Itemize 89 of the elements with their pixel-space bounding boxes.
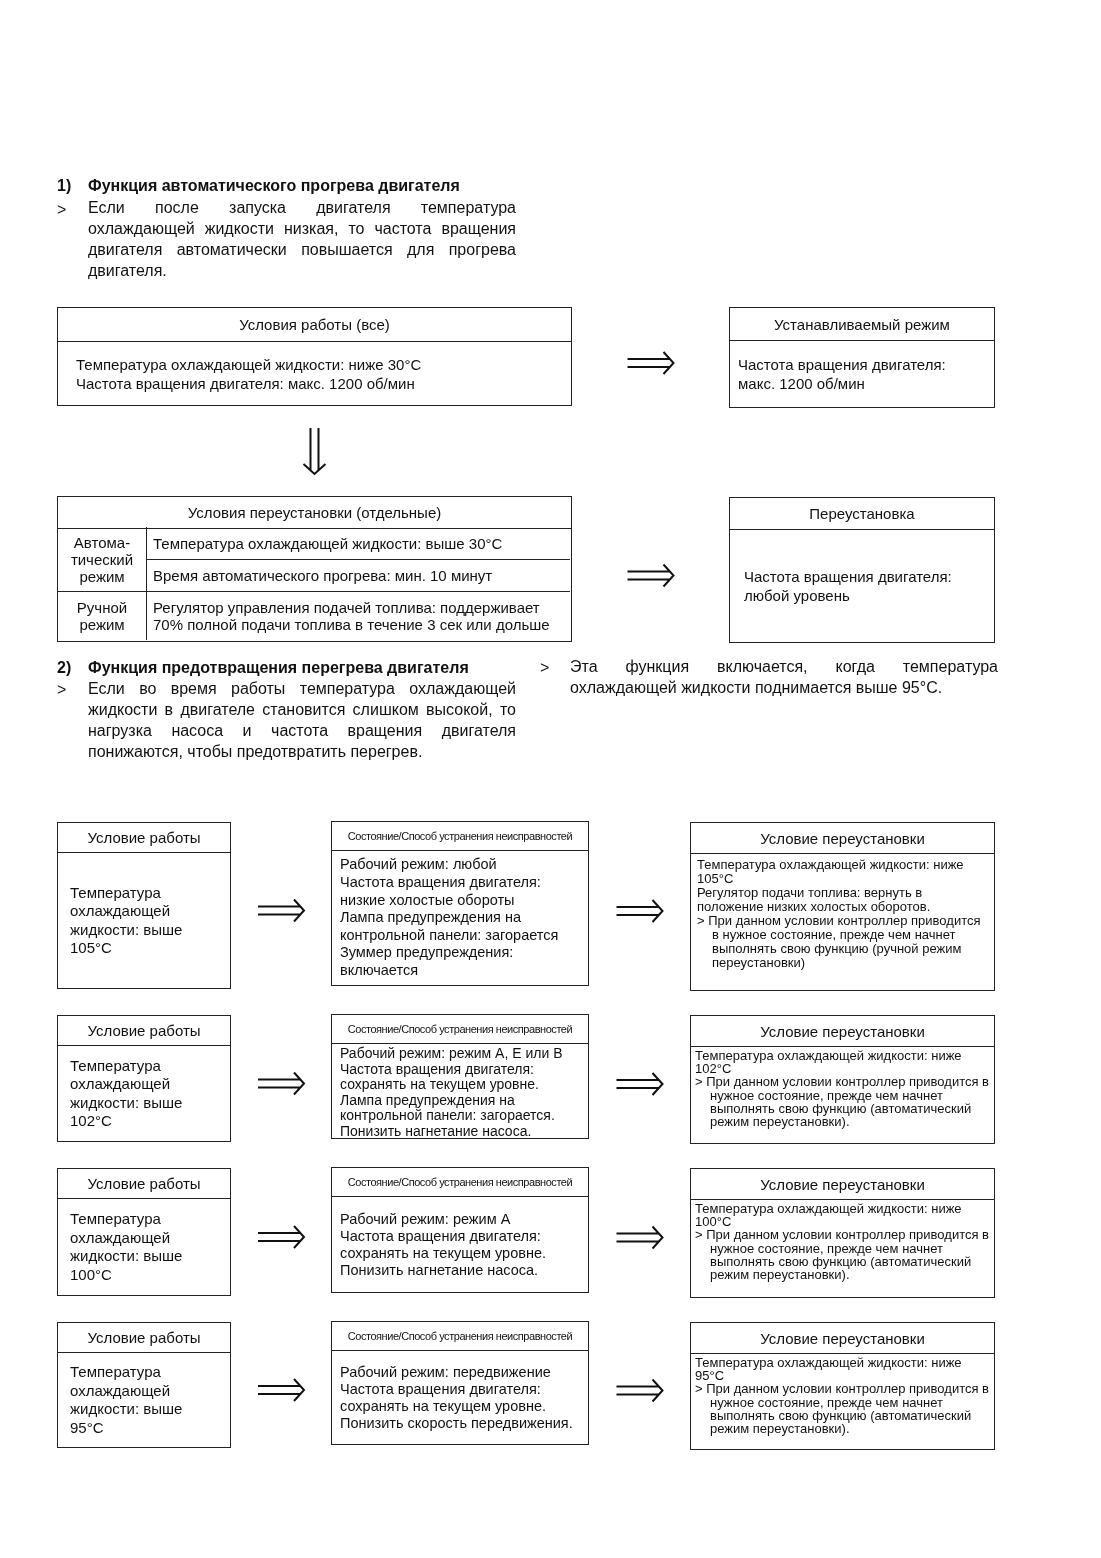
box-text: Понизить нагнетание насоса. — [340, 1123, 532, 1140]
box-text: Зуммер предупреждения: включается — [340, 944, 515, 980]
box-header: Условие переустановки — [691, 1016, 994, 1047]
box-text: Частота вращения двигателя: макс. 1200 об/мин — [738, 355, 947, 393]
box-header: Состояние/Способ устранения неисправностей — [332, 1168, 588, 1197]
box-text: Лампа предупреждения на контрольной панели: загорается — [340, 909, 560, 945]
double-arrow — [615, 1378, 664, 1403]
process-box — [57, 1168, 231, 1296]
box-header: Условие работы — [58, 1323, 230, 1353]
box-text: > При данном условии контроллер приводится в нужное состояние, прежде чем начнет выполнять свою функцию (автоматический режим переустановки). — [695, 1075, 990, 1129]
box-header: Условие работы — [58, 823, 230, 853]
box-text: Температура охлаждающей жидкости: выше 102°C — [70, 1056, 184, 1131]
box-header: Условия работы (все) — [58, 308, 571, 342]
process-box — [331, 1321, 589, 1445]
double-arrow — [615, 899, 664, 923]
box-header: Условие переустановки — [691, 823, 994, 854]
box-text: > При данном условии контроллер приводится в нужное состояние, прежде чем начнет выполнять свою функцию (ручной режим переустановки) — [697, 914, 982, 970]
box-text: > При данном условии контроллер приводится в нужное состояние, прежде чем начнет выполнять свою функцию (автоматический режим переустановки). — [695, 1228, 990, 1282]
box-text: Частота вращения двигателя: сохранять на текущем уровне. — [340, 1227, 548, 1262]
box-header: Условие переустановки — [691, 1323, 994, 1354]
paragraph: Эта функция включается, когда температура охлаждающей жидкости поднимается выше 95°C. — [570, 657, 998, 698]
process-box — [690, 822, 995, 991]
double-arrow — [615, 1072, 664, 1096]
box-text: Частота вращения двигателя: сохранять на текущем уровне. — [340, 1380, 548, 1415]
double-arrow — [626, 563, 675, 588]
box-header: Состояние/Способ устранения неисправностей — [332, 1322, 588, 1351]
double-arrow — [302, 427, 327, 476]
bullet-mark: > — [57, 200, 68, 220]
box-text: Лампа предупреждения на контрольной панели: загорается. — [340, 1092, 556, 1124]
section-heading: Функция автоматического прогрева двигателя — [88, 176, 461, 196]
process-box — [57, 1322, 231, 1448]
process-box — [690, 1322, 995, 1450]
process-box — [57, 822, 231, 989]
process-box — [331, 1167, 589, 1293]
process-box — [57, 307, 572, 406]
condition-cell: Ручной режим — [58, 591, 146, 640]
double-arrow — [257, 1378, 306, 1402]
box-text: Рабочий режим: режим A — [340, 1210, 512, 1228]
box-text: Рабочий режим: любой — [340, 856, 498, 874]
box-header: Условие переустановки — [691, 1169, 994, 1200]
box-header: Состояние/Способ устранения неисправностей — [332, 822, 588, 851]
paragraph: Если во время работы температура охлаждающей жидкости в двигателе становится слишком высокой, то нагрузка насоса и частота вращения двигателя понижаются, чтобы предотвратить перегрев. — [88, 679, 516, 762]
process-box — [690, 1168, 995, 1298]
box-text: Температура охлаждающей жидкости: выше 105°C — [70, 883, 184, 958]
box-text: > При данном условии контроллер приводится в нужное состояние, прежде чем начнет выполнять свою функцию (автоматический режим переустановки). — [695, 1382, 990, 1436]
bullet-mark: > — [57, 680, 68, 700]
bullet-mark: > — [540, 658, 551, 678]
box-text: Регулятор подачи топлива: вернуть в положение низких холостых оборотов. — [697, 886, 932, 914]
box-text: Частота вращения двигателя: низкие холостые обороты — [340, 874, 542, 910]
paragraph: Если после запуска двигателя температура охлаждающей жидкости низкая, то частота вращения двигателя автоматически повышается для прогрева двигателя. — [88, 198, 516, 281]
condition-cell: Автома- тический режим — [58, 527, 146, 591]
double-arrow — [257, 1225, 306, 1249]
condition-cell: Регулятор управления подачей топлива: поддерживает 70% полной подачи топлива в течение 3 сек или дольше — [146, 591, 570, 640]
box-header: Условие работы — [58, 1016, 230, 1046]
condition-table — [57, 496, 572, 642]
double-arrow — [257, 1071, 306, 1096]
box-text: Понизить нагнетание насоса. — [340, 1261, 540, 1279]
process-box — [690, 1015, 995, 1144]
section-heading: Функция предотвращения перегрева двигателя — [88, 658, 470, 678]
box-text: Температура охлаждающей жидкости: выше 95°C — [70, 1363, 184, 1437]
condition-cell: Время автоматического прогрева: мин. 10 минут — [146, 559, 570, 591]
box-text: Температура охлаждающей жидкости: ниже 102°C — [695, 1049, 963, 1076]
box-header: Состояние/Способ устранения неисправностей — [332, 1015, 588, 1044]
process-box — [331, 821, 589, 986]
box-text: Температура охлаждающей жидкости: ниже 100°C — [695, 1202, 963, 1229]
box-text: Температура охлаждающей жидкости: выше 100°C — [70, 1210, 184, 1284]
box-text: Рабочий режим: режим A, E или B — [340, 1046, 564, 1062]
section-heading: 2) — [57, 658, 73, 678]
process-box — [729, 307, 995, 408]
box-text: Температура охлаждающей жидкости: ниже 95°C — [695, 1356, 963, 1383]
double-arrow — [615, 1225, 664, 1250]
box-text: Рабочий режим: передвижение — [340, 1363, 552, 1381]
box-text: Температура охлаждающей жидкости: ниже 30°C — [76, 354, 423, 374]
box-text: Частота вращения двигателя: любой уровень — [744, 567, 953, 605]
box-text: Частота вращения двигателя: макс. 1200 об/мин — [76, 373, 416, 393]
process-box — [729, 497, 995, 643]
double-arrow — [257, 898, 306, 923]
box-text: Понизить скорость передвижения. — [340, 1414, 574, 1432]
box-header: Устанавливаемый режим — [730, 308, 994, 341]
box-header: Переустановка — [730, 498, 994, 530]
section-heading: 1) — [57, 176, 73, 196]
box-header: Условие работы — [58, 1169, 230, 1199]
box-text: Частота вращения двигателя: сохранять на текущем уровне. — [340, 1061, 540, 1093]
condition-cell: Температура охлаждающей жидкости: выше 30°C — [146, 527, 570, 559]
process-box — [57, 1015, 231, 1142]
double-arrow — [626, 351, 675, 375]
box-header: Условия переустановки (отдельные) — [58, 497, 571, 529]
process-box — [331, 1014, 589, 1139]
box-text: Температура охлаждающей жидкости: ниже 105°C — [697, 858, 965, 886]
